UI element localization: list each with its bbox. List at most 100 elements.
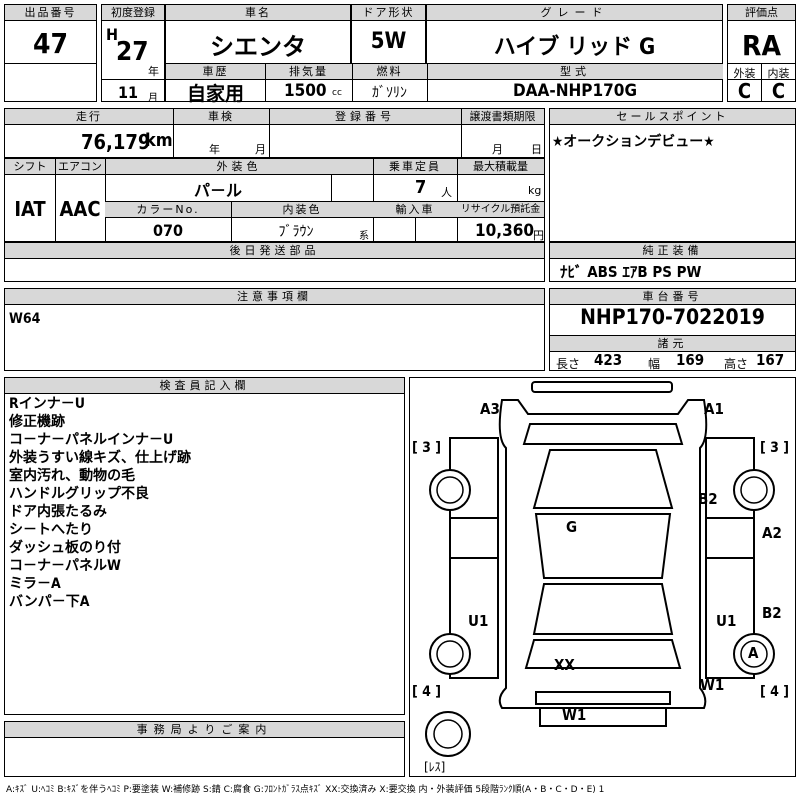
grade-label: グレード: [427, 5, 722, 21]
right-4-label: [ 4 ]: [760, 684, 790, 700]
inspection-label: 車検: [173, 109, 269, 125]
mark-w1-bottom: W1: [562, 706, 587, 724]
fuel-label: 燃料: [352, 64, 427, 80]
damage-diagram-box: A3 A1 G B2 A2 B2 U1 U1 XX A W1 W1 [ 3 ] …: [409, 377, 796, 777]
car-body-outline: [498, 399, 708, 709]
spec-strip: 車歴 排気量 燃料 型式 自家用 1500 cc ｶﾞｿﾘﾝ DAA-NHP17…: [165, 63, 723, 105]
reg-month: 11: [118, 83, 139, 102]
mark-a3: A3: [480, 400, 500, 418]
first-registration-box: 初度登録 H 27 年 11 月: [101, 4, 165, 104]
transfer-label: 譲渡書類期限: [461, 109, 544, 125]
rear-bumper: [535, 691, 671, 705]
door-type: 5W: [370, 29, 407, 54]
recycle-unit: 円: [533, 229, 544, 242]
color-no: 070: [152, 221, 184, 240]
left-side-panel: [449, 437, 499, 679]
caution-note: W64: [9, 311, 41, 327]
lot-label: 出品番号: [5, 5, 96, 21]
transfer-day-unit: 日: [531, 143, 542, 156]
inspector-note-line: ダッシュ板のり付: [9, 540, 121, 556]
mark-b2-upper: B2: [698, 490, 718, 508]
inspector-note-line: シ－トへたり: [9, 522, 93, 538]
inspector-note-line: ハンドルグリップ不良: [9, 486, 149, 502]
load-label: 最大積載量: [457, 159, 544, 175]
score-box: 評価点 RA 外装 内装 C C: [727, 4, 796, 103]
length-label: 長さ: [556, 357, 581, 371]
model: DAA-NHP170G: [512, 81, 637, 101]
door-label: ドア形状: [352, 5, 425, 21]
mark-xx: XX: [554, 656, 575, 674]
capacity-label: 乗車定員: [373, 159, 457, 175]
ac: AAC: [59, 197, 101, 221]
score: RA: [742, 29, 781, 62]
rear-plate-area: [539, 707, 667, 727]
trunk: [524, 639, 682, 669]
ext-score: C: [737, 79, 752, 103]
lot-number: 47: [33, 27, 69, 60]
inspector-note-line: コ－ナ－パネルインナ－U: [9, 432, 174, 448]
inspector-note-line: 修正機跡: [9, 414, 65, 430]
mark-a2: A2: [762, 524, 782, 542]
int-score: C: [771, 79, 786, 103]
res-label: [ﾚｽ]: [424, 760, 446, 774]
equipment-label: 純正装備: [550, 243, 795, 259]
mark-u1-right: U1: [716, 612, 737, 630]
caution-box: 注意事項欄 W64: [4, 288, 545, 371]
model-label: 型式: [427, 64, 723, 80]
rear-glass: [532, 583, 674, 635]
inspector-note-line: コ－ナ－パネルW: [9, 558, 121, 574]
transfer-month-unit: 月: [492, 143, 503, 156]
roof: [534, 513, 672, 579]
height-label: 高さ: [724, 357, 749, 371]
displacement: 1500: [284, 81, 327, 101]
int-label: 内装: [767, 67, 790, 80]
dims-label: 諸元: [550, 336, 795, 352]
front-bumper-top: [531, 381, 673, 393]
inspector-note-line: 外装うすい線キズ、仕上げ跡: [9, 450, 191, 466]
import-label: 輸入車: [373, 202, 457, 218]
car-name-label: 車名: [166, 5, 350, 21]
mark-g: G: [566, 518, 578, 536]
mileage: 76,179: [81, 130, 151, 154]
windshield: [532, 449, 674, 509]
legend: A:ｷｽﾞ U:ﾍｺﾐ B:ｷｽﾞを伴うﾍｺﾐ P:要塗装 W:補修跡 S:錆 …: [6, 785, 605, 795]
reg-no-label: 登録番号: [269, 109, 461, 125]
width-label: 幅: [648, 357, 661, 371]
sales-point-box: セールスポイント ★オークションデビュー★: [549, 108, 796, 242]
left-4-label: [ 4 ]: [412, 684, 442, 700]
inspector-note-line: 室内汚れ、動物の毛: [9, 468, 136, 484]
car-name-box: 車名 シエンタ: [165, 4, 351, 64]
insp-month-unit: 月: [255, 143, 266, 156]
mark-w1-right: W1: [700, 676, 725, 694]
length: 423: [594, 351, 623, 369]
year-unit: 年: [148, 65, 159, 78]
exterior-color: パ－ル: [193, 181, 242, 200]
height: 167: [756, 351, 785, 369]
chassis-label: 車台番号: [550, 289, 795, 305]
ext-label: 外装: [733, 67, 756, 80]
grade-box: グレード ハイブ リッド G: [426, 4, 723, 64]
shift: IAT: [14, 197, 46, 221]
capacity-unit: 人: [441, 186, 452, 199]
inspector-label: 検査員記入欄: [5, 378, 404, 394]
ac-label: エアコン: [55, 159, 105, 175]
equipment: ﾅﾋﾞ ABS ｴｱB PS PW: [560, 263, 702, 281]
left-3-label: [ 3 ]: [412, 440, 442, 456]
shift-label: シフト: [5, 159, 55, 175]
recycle-label: リサイクル預託金: [457, 202, 544, 218]
row2-box: 走行 車検 登録番号 譲渡書類期限 76,179 km 年 月 月 日: [4, 108, 545, 158]
inspector-note-line: バンパ－下A: [9, 594, 90, 610]
row3-box: シフト エアコン 外装色 乗車定員 最大積載量 IAT AAC パ－ル 7 人 …: [4, 158, 545, 242]
chassis-box: 車台番号 NHP170-7022019 諸元 長さ 423 幅 169 高さ 1…: [549, 288, 796, 371]
mark-b2-lower: B2: [762, 604, 782, 622]
chassis-number: NHP170-7022019: [580, 305, 765, 329]
sales-label: セールスポイント: [550, 109, 795, 125]
caution-label: 注意事項欄: [5, 289, 544, 305]
reg-year: 27: [116, 37, 149, 67]
equipment-box: 純正装備 ﾅﾋﾞ ABS ｴｱB PS PW: [549, 242, 796, 282]
door-box: ドア形状 5W: [351, 4, 426, 64]
score-label: 評価点: [728, 5, 795, 21]
right-3-label: [ 3 ]: [760, 440, 790, 456]
